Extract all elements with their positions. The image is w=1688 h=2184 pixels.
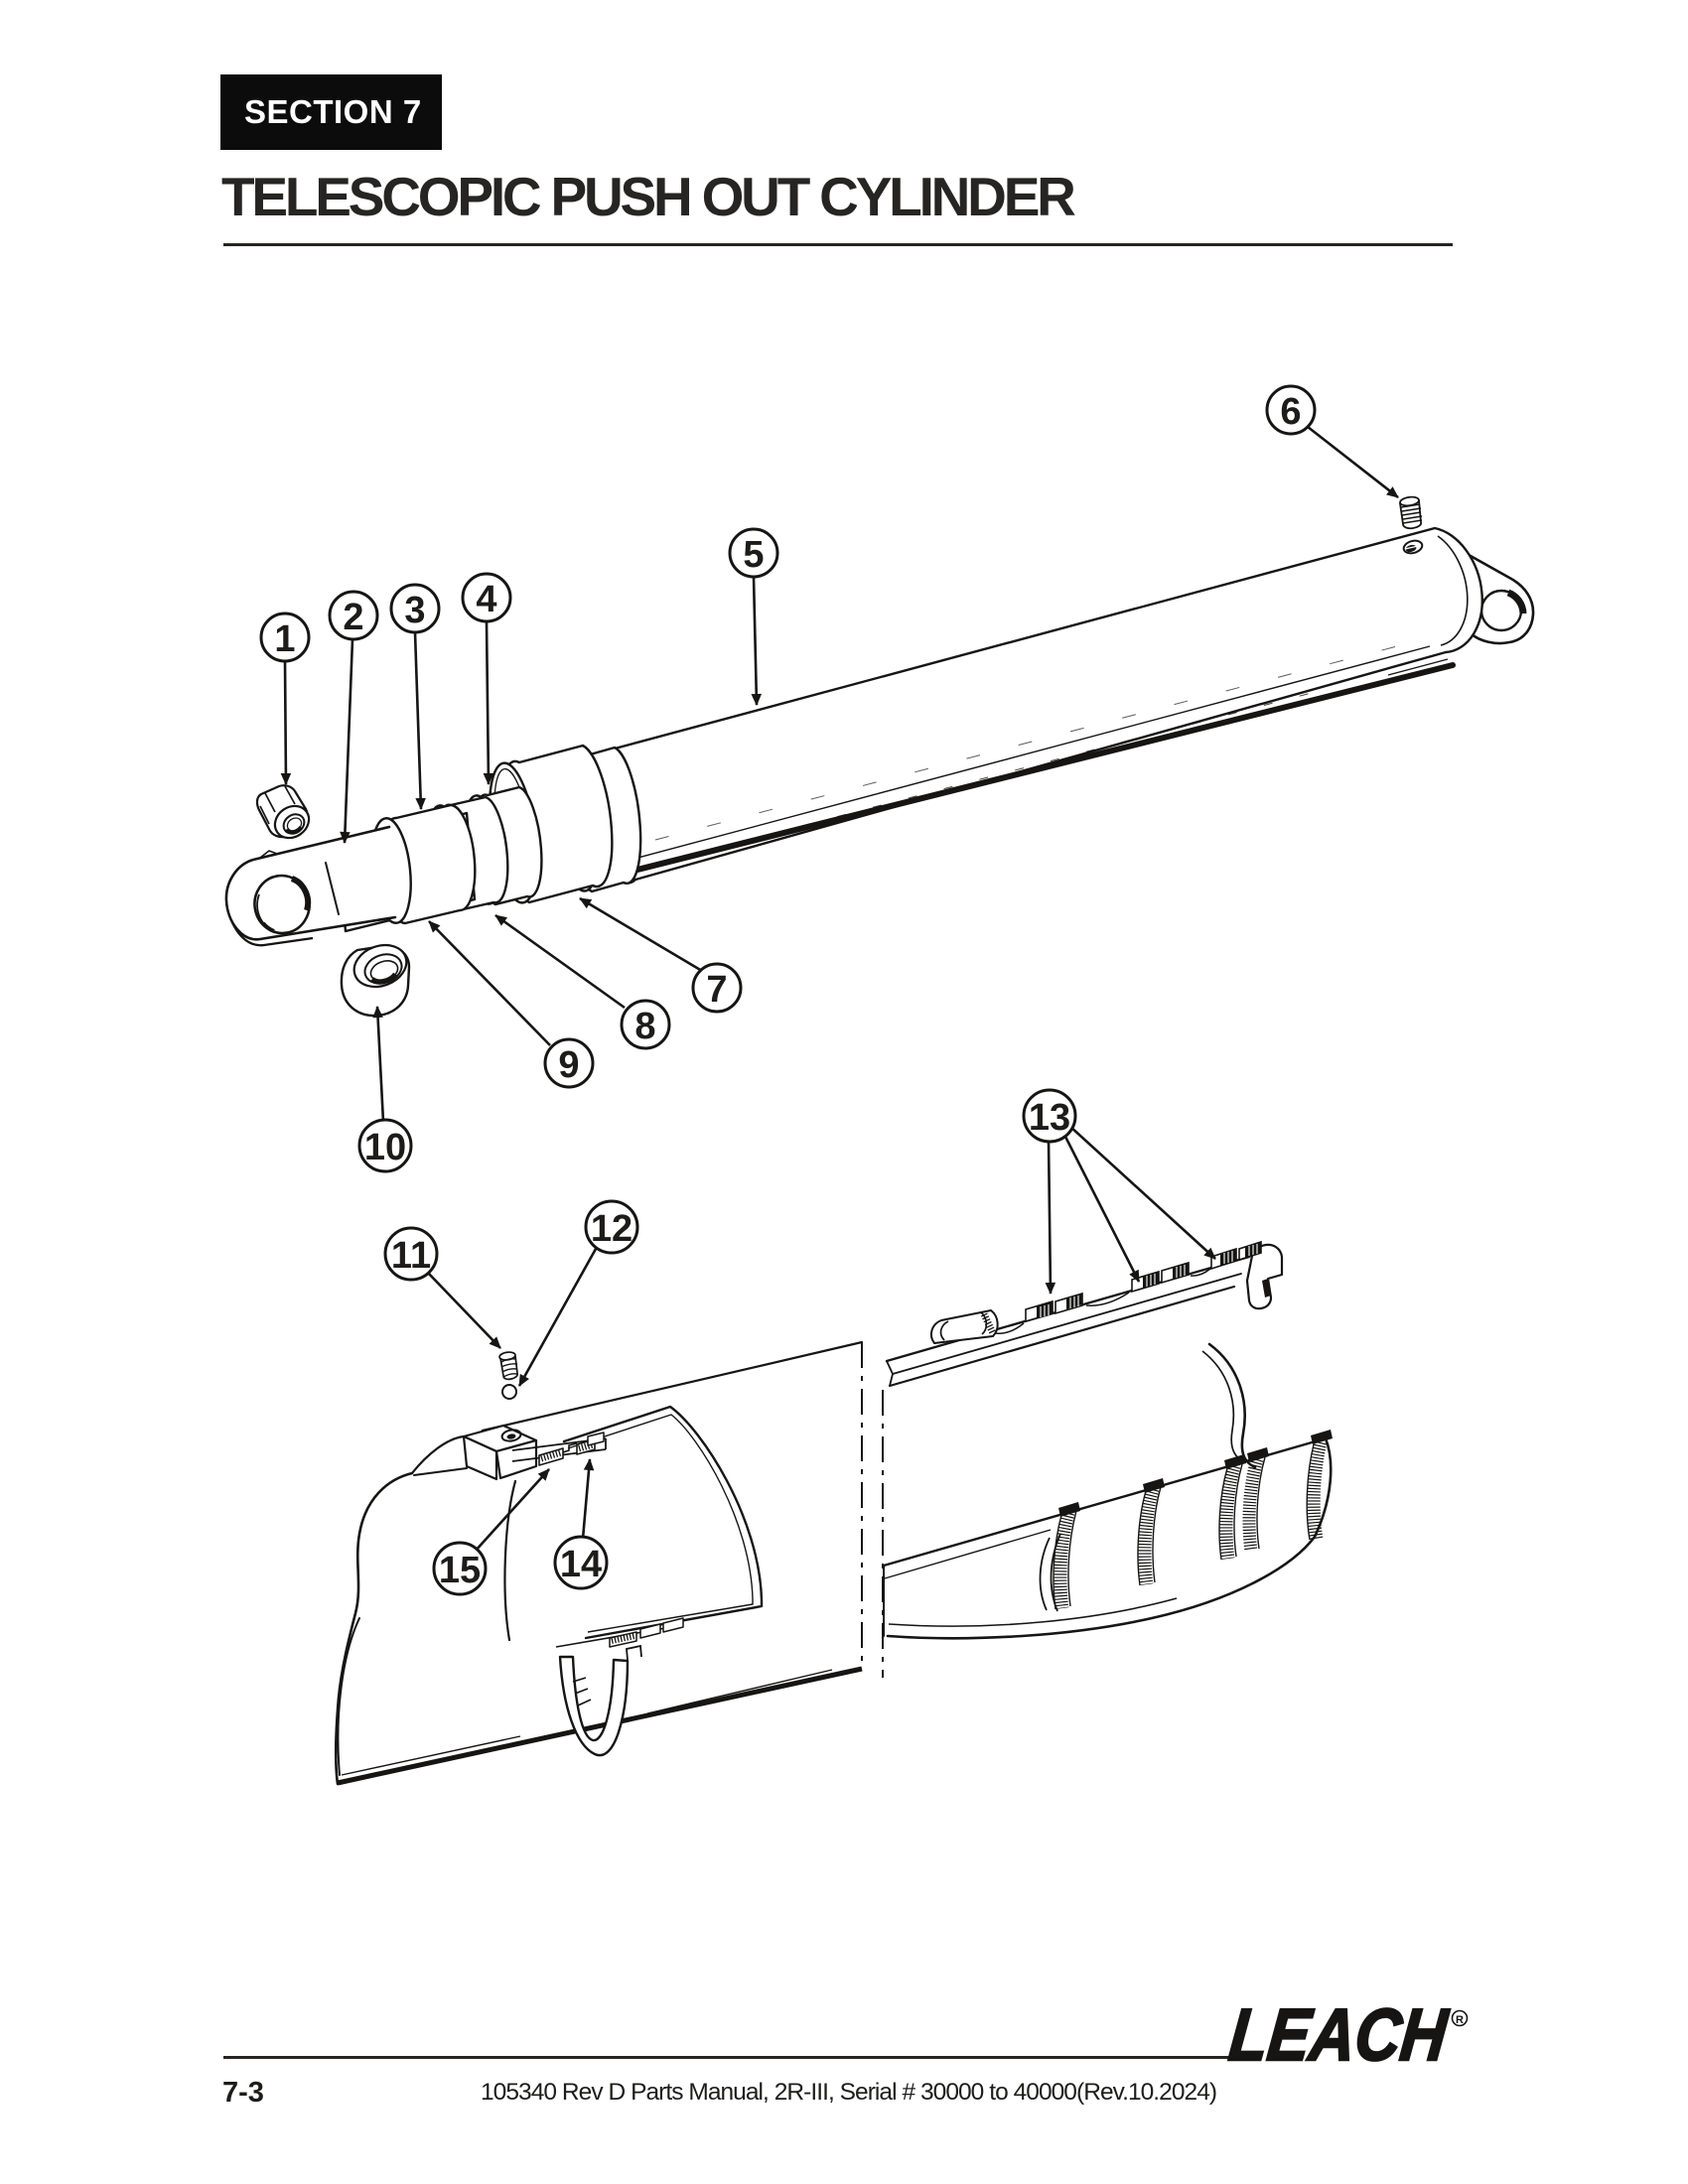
svg-text:15: 15 [439, 1550, 481, 1591]
svg-text:9: 9 [558, 1044, 579, 1086]
svg-text:2: 2 [343, 597, 363, 638]
svg-text:1: 1 [274, 618, 295, 660]
svg-text:LEACH: LEACH [1225, 1993, 1452, 2076]
svg-text:12: 12 [591, 1208, 633, 1250]
svg-text:10: 10 [364, 1127, 406, 1168]
svg-text:6: 6 [1280, 391, 1301, 433]
svg-text:13: 13 [1029, 1097, 1070, 1139]
svg-text:3: 3 [404, 590, 425, 631]
svg-text:4: 4 [476, 579, 496, 620]
svg-text:5: 5 [743, 534, 764, 576]
svg-text:R: R [1456, 2014, 1464, 2026]
svg-text:7: 7 [706, 969, 727, 1011]
svg-text:11: 11 [391, 1235, 431, 1277]
svg-text:8: 8 [634, 1006, 655, 1047]
svg-text:14: 14 [560, 1544, 602, 1585]
